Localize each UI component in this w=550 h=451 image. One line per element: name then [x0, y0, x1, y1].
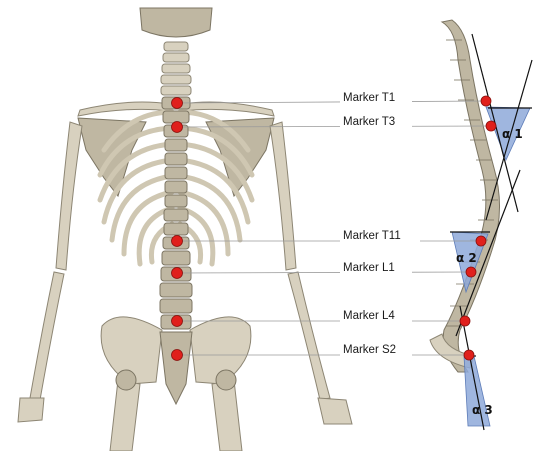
- angle-label-3: α 3: [472, 403, 493, 417]
- lateral-vertebrae: [446, 39, 498, 327]
- marker-label-t3: Marker T3: [343, 116, 395, 128]
- lateral-spine-column: [440, 19, 500, 373]
- marker-dot-l4-back: [171, 315, 183, 327]
- angle-label-1: α 1: [502, 127, 523, 141]
- angle-triangle-2: [451, 231, 489, 294]
- leader-lines: [176, 100, 491, 356]
- skeleton-back-view: [17, 7, 353, 451]
- marker-label-l4: Marker L4: [343, 310, 395, 322]
- marker-dot-t11-side: [475, 235, 487, 247]
- marker-dot-t1-back: [171, 97, 183, 109]
- left-upper-arm: [55, 121, 83, 271]
- marker-label-t11: Marker T11: [343, 230, 401, 242]
- left-hand: [17, 397, 45, 423]
- side-markers: [459, 95, 497, 361]
- marker-label-t1: Marker T1: [343, 92, 395, 104]
- back-markers: [171, 97, 183, 361]
- marker-dot-t11-back: [171, 235, 183, 247]
- spine-lateral-view: [429, 19, 500, 373]
- marker-dot-l1-back: [171, 267, 183, 279]
- skull-base: [139, 7, 213, 38]
- left-forearm: [29, 271, 65, 401]
- marker-dot-s2-side: [463, 349, 475, 361]
- right-clavicle: [181, 101, 275, 117]
- cervical-spine: [160, 41, 192, 96]
- marker-dot-s2-back: [171, 349, 183, 361]
- marker-label-s2: Marker S2: [343, 344, 396, 356]
- right-hand: [317, 397, 353, 425]
- marker-dot-l1-side: [465, 266, 477, 278]
- marker-dot-l4-side: [459, 315, 471, 327]
- marker-dot-t1-side: [480, 95, 492, 107]
- sacrum: [159, 331, 193, 406]
- right-upper-arm: [269, 121, 297, 271]
- left-femur: [109, 379, 141, 451]
- marker-label-l1: Marker L1: [343, 262, 395, 274]
- right-forearm: [287, 271, 331, 401]
- left-clavicle: [77, 101, 171, 117]
- marker-dot-t3-side: [485, 120, 497, 132]
- marker-dot-t3-back: [171, 121, 183, 133]
- rib-cage: [97, 109, 255, 267]
- right-femur: [211, 379, 243, 451]
- angle-label-2: α 2: [456, 251, 477, 265]
